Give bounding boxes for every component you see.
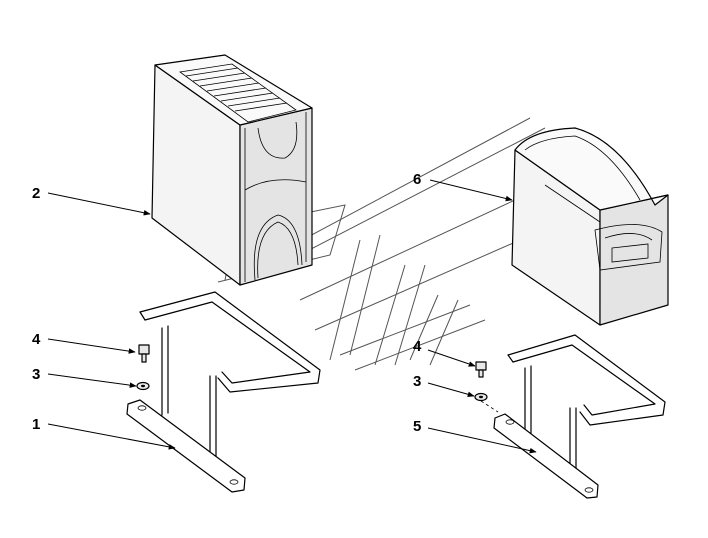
bolt-part-4-left	[138, 344, 150, 363]
housing-part-6	[511, 127, 669, 326]
callout-3-right: 3	[413, 373, 421, 390]
callout-6: 6	[413, 171, 421, 188]
washer-part-3-left	[136, 381, 150, 391]
callout-5: 5	[413, 418, 421, 435]
callout-4-right: 4	[413, 338, 422, 355]
leader-5	[427, 427, 537, 454]
housing-part-2	[151, 54, 313, 286]
leader-4-right	[427, 349, 476, 367]
leader-6	[429, 179, 513, 202]
leader-lines	[47, 179, 537, 454]
bracket-part-5	[493, 334, 666, 499]
leader-3-left	[47, 373, 137, 388]
leader-1	[47, 423, 176, 450]
bracket-part-1	[126, 291, 321, 493]
leader-4-left	[47, 338, 136, 354]
callout-1: 1	[32, 416, 40, 433]
leader-2	[47, 192, 151, 216]
callout-2: 2	[32, 185, 40, 202]
callout-4-left: 4	[32, 331, 41, 348]
leader-3-right	[427, 382, 475, 397]
callout-3-left: 3	[32, 366, 40, 383]
bolt-part-4-right	[475, 361, 487, 378]
washer-part-3-right	[474, 392, 499, 413]
